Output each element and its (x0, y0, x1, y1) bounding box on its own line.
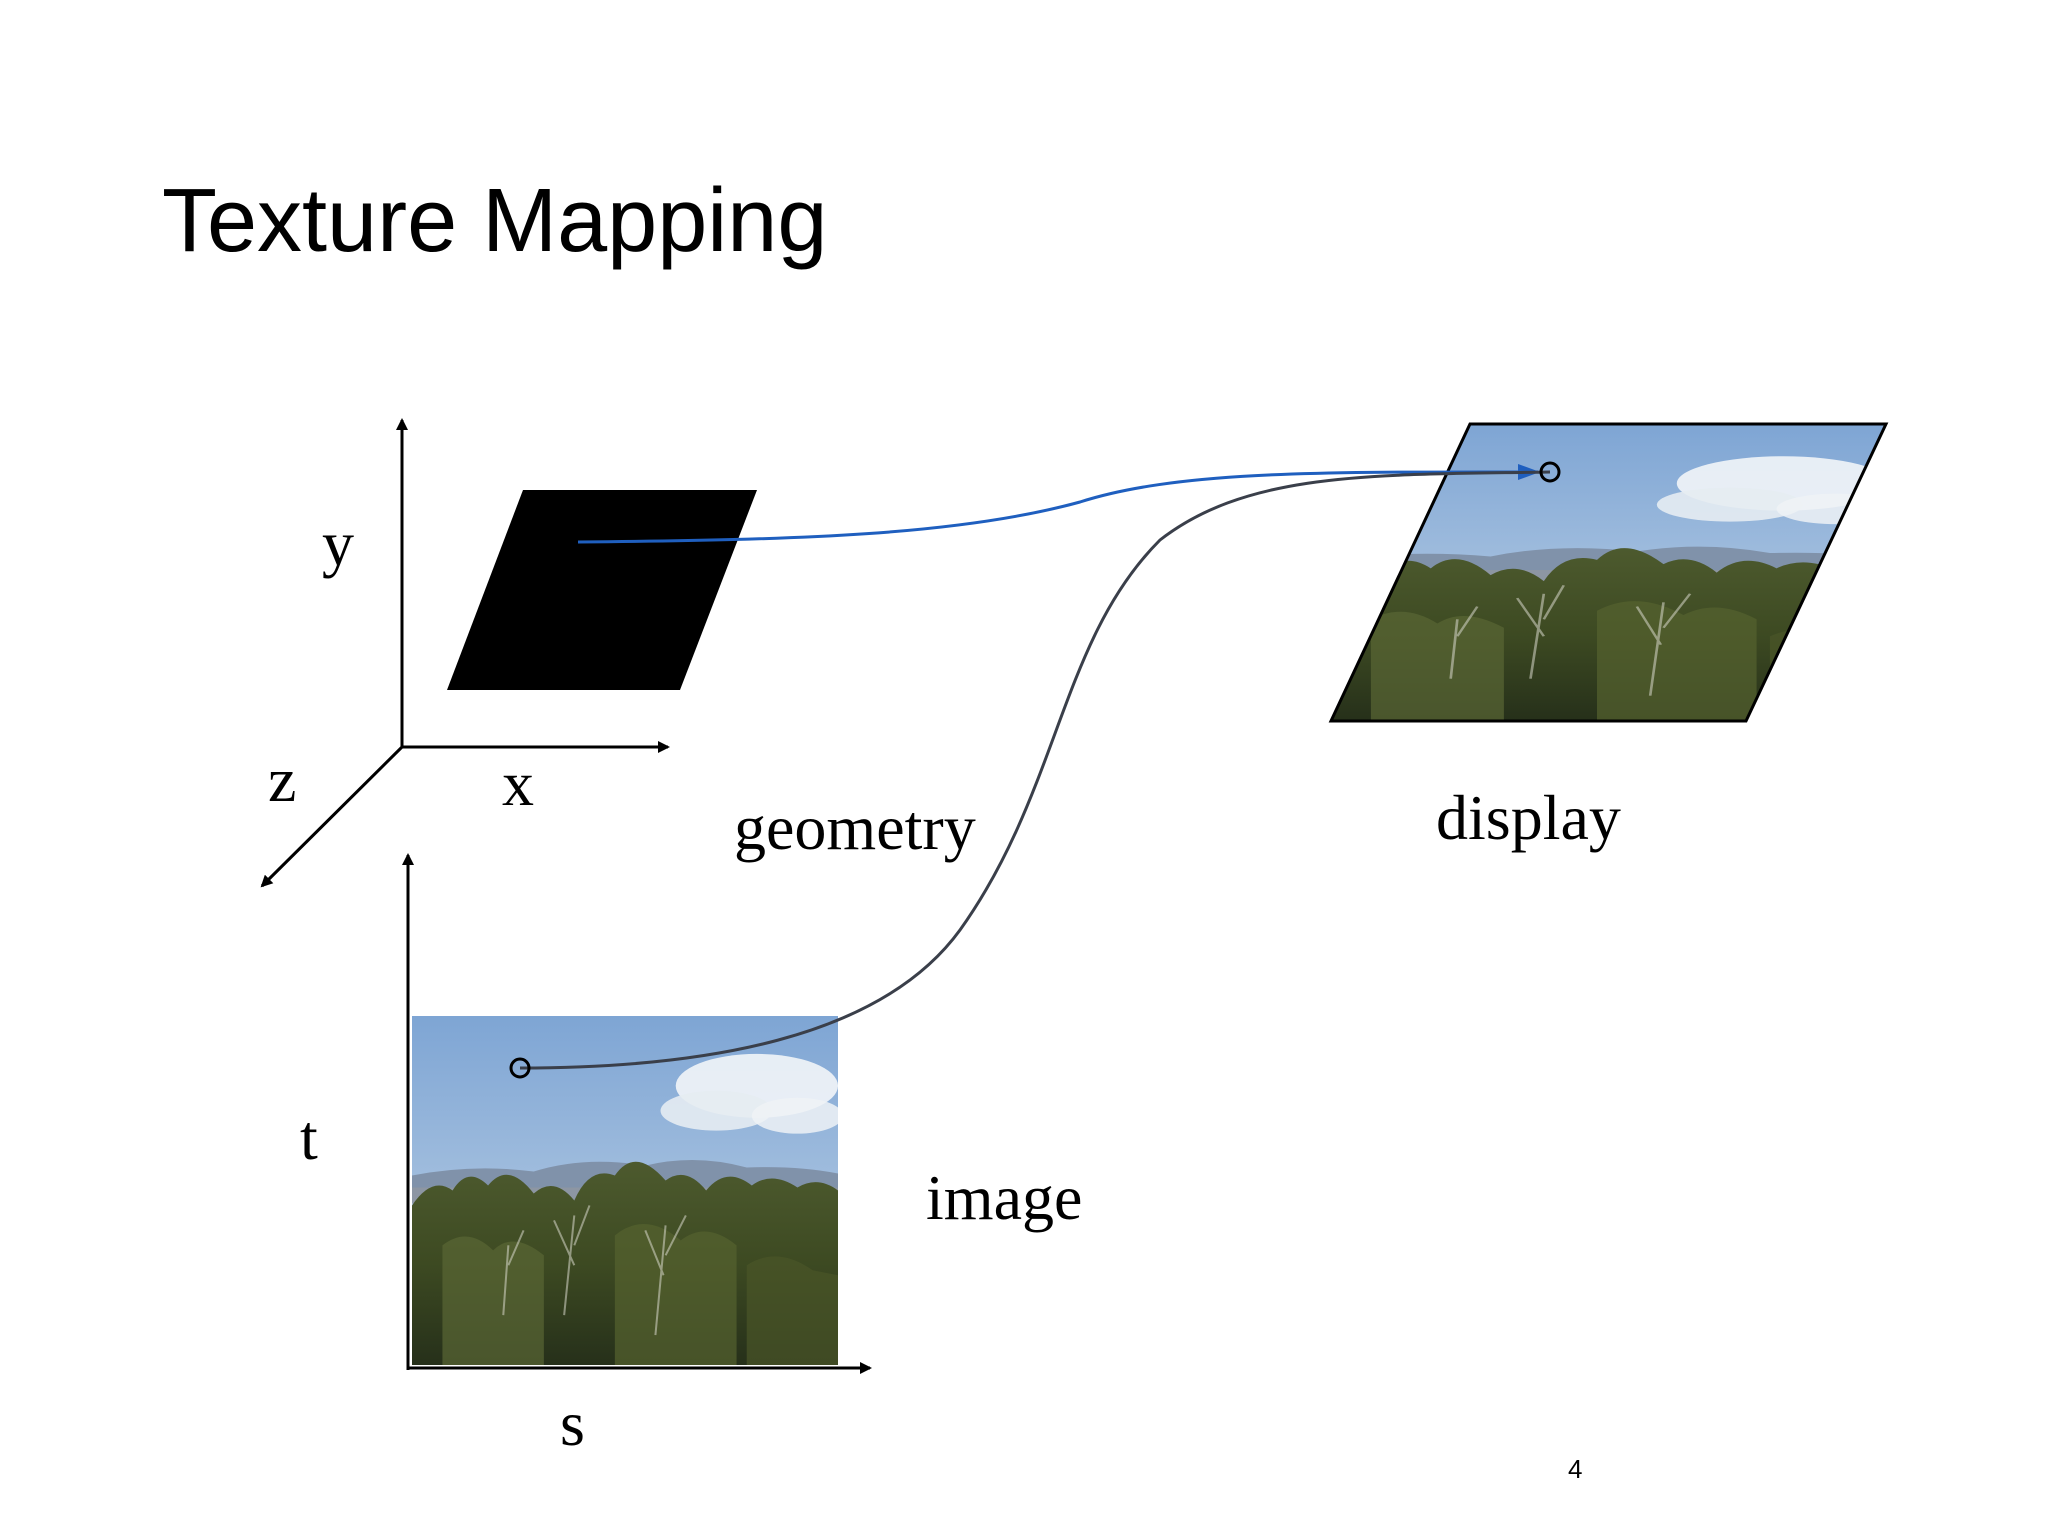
geometry-to-display-arrow (577, 463, 1540, 544)
geometry-axes (260, 418, 670, 888)
display-caption: display (1436, 782, 1621, 853)
t-axis-label: t (300, 1102, 318, 1173)
z-axis-label: z (268, 744, 297, 815)
page-number: 4 (1568, 1454, 1583, 1484)
geometry-parallelogram (447, 490, 757, 690)
z-axis (260, 745, 404, 888)
y-axis-label: y (322, 508, 354, 579)
landscape-photo (412, 1016, 838, 1365)
display-parallelogram-outline (1328, 422, 1889, 723)
image-caption: image (926, 1162, 1083, 1233)
geometry-caption: geometry (734, 792, 976, 863)
s-axis-label: s (560, 1388, 585, 1459)
display-textured-parallelogram (1331, 424, 1886, 721)
image-sample-point-icon (509, 1057, 531, 1079)
image-axes (402, 853, 872, 1374)
slide-title: Texture Mapping (162, 171, 828, 271)
image-to-display-curve (519, 470, 1551, 1070)
x-axis-label: x (502, 748, 534, 819)
display-sample-point-icon (1539, 461, 1561, 483)
